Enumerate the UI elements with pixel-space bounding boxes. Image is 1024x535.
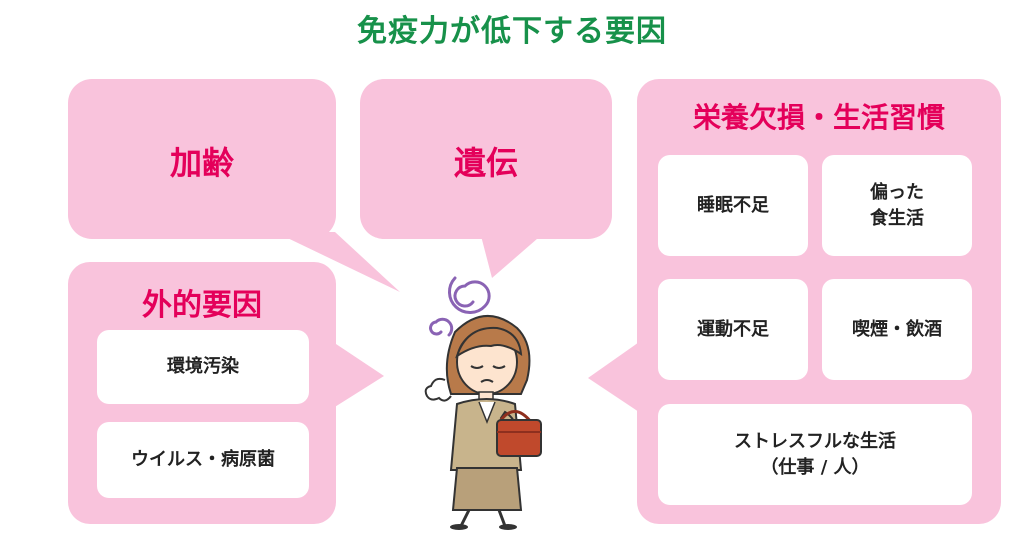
bubble-lifestyle-tail xyxy=(588,340,642,414)
bubble-aging-tail xyxy=(275,232,400,292)
tired-woman-with-bag-icon xyxy=(424,276,542,530)
bubble-heredity-tail xyxy=(480,232,545,278)
heading-external: 外的要因 xyxy=(142,288,262,323)
page-title: 免疫力が低下する要因 xyxy=(357,14,667,49)
bubble-heredity xyxy=(360,79,612,239)
bubble-aging xyxy=(68,79,336,239)
card-lack-of-exercise: 運動不足 xyxy=(658,279,808,380)
bubble-external-tail xyxy=(330,340,384,410)
card-virus-pathogen: ウイルス・病原菌 xyxy=(97,422,309,498)
card-stressful-life: ストレスフルな生活 （仕事 / 人） xyxy=(658,404,972,505)
heading-lifestyle: 栄養欠損・生活習慣 xyxy=(692,101,945,134)
heading-heredity: 遺伝 xyxy=(453,144,518,182)
card-environmental-pollution: 環境汚染 xyxy=(97,330,309,404)
heading-aging: 加齢 xyxy=(169,144,234,182)
card-unbalanced-diet: 偏った 食生活 xyxy=(822,155,972,256)
card-smoking-drinking: 喫煙・飲酒 xyxy=(822,279,972,380)
card-sleep-deprivation: 睡眠不足 xyxy=(658,155,808,256)
